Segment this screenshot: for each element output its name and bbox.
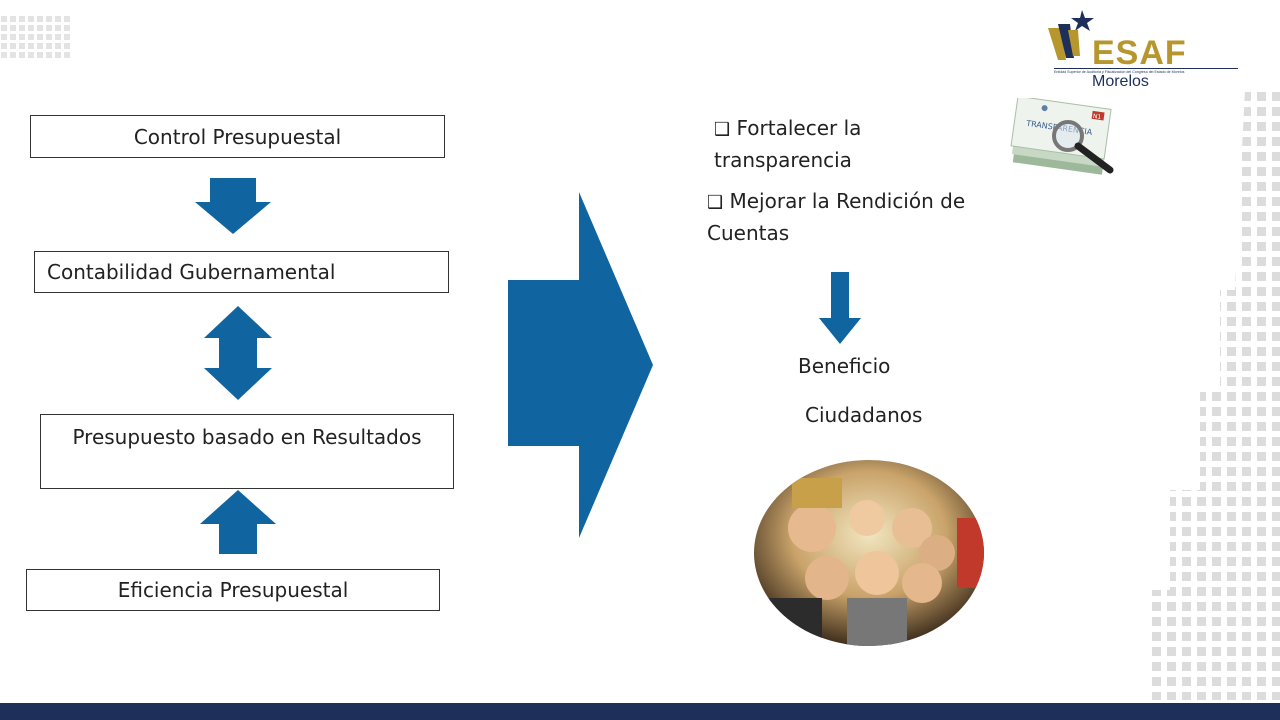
eficiencia-label: Eficiencia Presupuestal [117,578,349,602]
ciudadanos-label: Ciudadanos [805,403,923,427]
transparency-image: TRANSPARENCIA N1 [1010,95,1120,178]
logo-tagline: Entidad Superior de Auditoría y Fiscaliz… [1054,70,1185,74]
arrow-up [200,490,276,554]
dot-pattern-top-left [0,15,70,60]
esaf-logo: ESAF Morelos Entidad Superior de Auditor… [1040,8,1240,90]
goal-fortalecer: ❑ Fortalecer la transparencia [714,113,861,176]
citizens-photo [754,460,984,646]
control-presupuestal-box: Control Presupuestal [30,115,445,158]
logo-suffix: Morelos [1092,73,1149,90]
goal2-line1: Mejorar la Rendición de [729,189,966,213]
beneficio-label: Beneficio [798,354,891,378]
bottom-bar [0,703,1280,720]
contabilidad-label: Contabilidad Gubernamental [47,260,336,284]
presupuesto-box: Presupuesto basado en Resultados [40,414,454,489]
eficiencia-box: Eficiencia Presupuestal [26,569,440,611]
arrow-down-1 [195,178,271,234]
magnifier-icon [1052,120,1114,174]
badge-text: N1 [1092,113,1101,121]
checkbox-icon: ❑ [714,119,731,140]
star-wing-icon [1048,10,1094,60]
big-arrow-right [508,192,653,538]
control-presupuestal-label: Control Presupuestal [133,124,342,149]
checkbox-icon: ❑ [707,192,724,213]
logo-name: ESAF [1092,34,1187,72]
dot-pattern-right [1150,90,1280,700]
arrow-up-down [204,306,272,400]
contabilidad-box: Contabilidad Gubernamental [34,251,449,293]
arrow-down-2 [819,272,861,344]
presupuesto-label: Presupuesto basado en Resultados [72,425,422,449]
goal1-line2: transparencia [714,148,852,172]
goal2-line2: Cuentas [707,221,790,245]
goal-rendicion: ❑ Mejorar la Rendición de Cuentas [707,186,965,249]
goal1-line1: Fortalecer la [736,116,862,140]
